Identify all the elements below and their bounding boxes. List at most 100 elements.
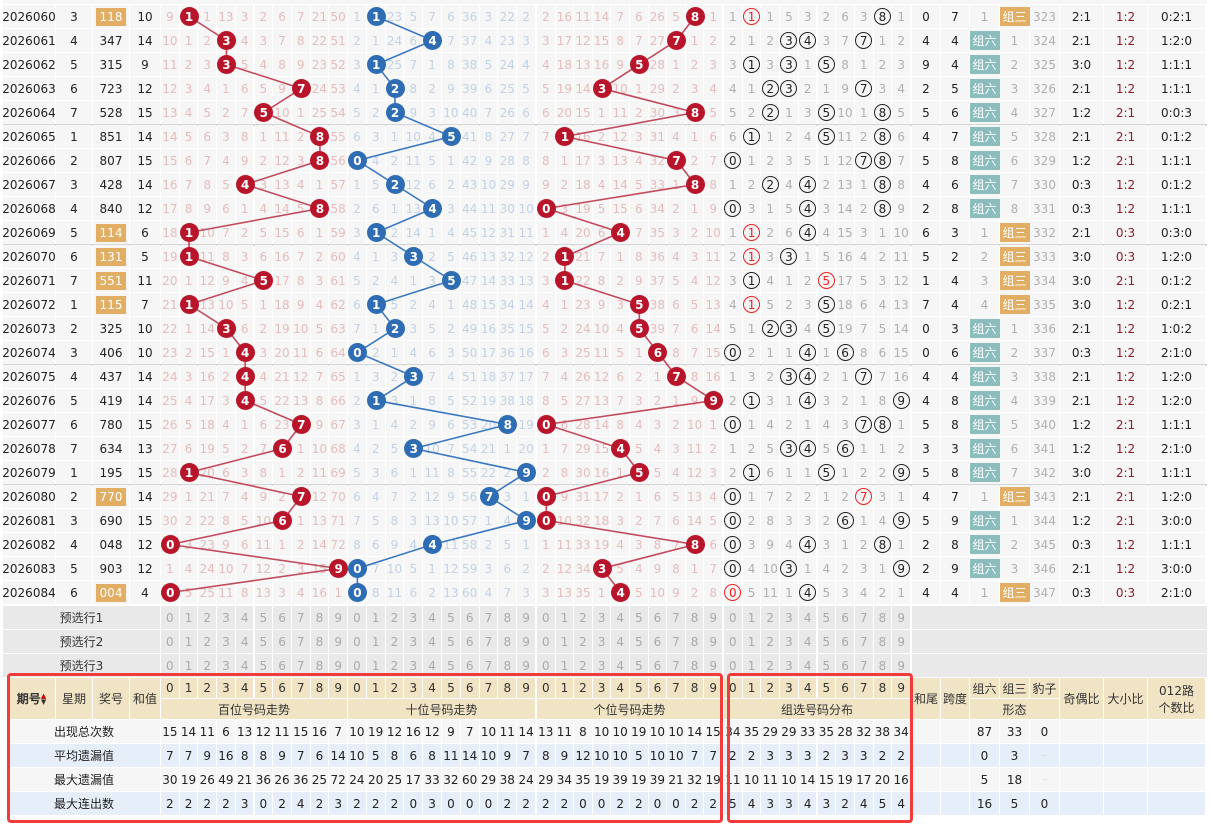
route012-cell: 1:1:1: [1148, 53, 1205, 76]
draw-number: 840: [99, 201, 123, 216]
group-cell: 1: [798, 53, 817, 76]
tens-cell: 39: [460, 77, 479, 100]
tens-ball: 0: [347, 583, 367, 602]
group-hit-circle: 3: [780, 80, 798, 97]
big-small-cell: 1:2: [1104, 77, 1147, 100]
units-cell: 14: [592, 5, 611, 28]
route012-cell: 1:2:0: [1148, 29, 1205, 52]
units-cell: 8: [537, 149, 555, 172]
tens-cell: 6: [442, 5, 460, 28]
baozi-cell: 328: [1030, 125, 1059, 148]
hundreds-cell: 2: [217, 101, 235, 124]
units-cell: 18: [555, 53, 574, 76]
hundreds-cell: 4: [291, 173, 310, 196]
draw-number-cell: 528: [93, 101, 129, 124]
tens-cell: 12: [404, 173, 423, 196]
route012-cell: 0:1:2: [1148, 125, 1205, 148]
units-ball: 5: [629, 319, 649, 338]
hundreds-ball: 1: [179, 463, 199, 482]
hundreds-cell: 53: [329, 77, 347, 100]
group-hit-circle: 7: [855, 32, 873, 49]
span-cell: 4: [941, 29, 969, 52]
group-cell: 1: [742, 77, 761, 100]
tens-cell: 9: [479, 149, 498, 172]
group-cell: 7: [836, 29, 854, 52]
group-hit-circle: 8: [873, 152, 891, 169]
zu6-badge: 组六: [969, 31, 1000, 50]
baozi-cell: 330: [1030, 173, 1059, 196]
group-hit-circle: 8: [873, 8, 891, 25]
tens-cell: 1: [385, 125, 404, 148]
units-cell: 1: [704, 5, 722, 28]
group-hit-circle: 4: [799, 176, 817, 193]
group-hit-circle: 8: [873, 128, 891, 145]
hundreds-cell: 23: [310, 53, 329, 76]
zu3-cell: 2: [1000, 53, 1029, 76]
sum-cell: 12: [130, 197, 160, 220]
hundreds-cell: 13: [161, 101, 179, 124]
group-cell: 1: [854, 101, 873, 124]
group-hit-circle: 8: [873, 104, 891, 121]
group-hit-circle: 5: [817, 128, 835, 145]
period-cell: 2026061: [2, 29, 56, 52]
group-cell: 1: [742, 149, 761, 172]
group-cell: 1: [742, 29, 761, 52]
tens-cell: 1: [366, 77, 385, 100]
tens-ball: 5: [441, 271, 461, 290]
span-cell: 4: [941, 53, 969, 76]
hundreds-cell: 9: [273, 77, 291, 100]
group-cell: 1: [854, 173, 873, 196]
span-cell: 8: [941, 149, 969, 172]
group-hit-circle: 2: [761, 80, 779, 97]
units-cell: 18: [574, 173, 592, 196]
sum-cell: 14: [130, 125, 160, 148]
hundreds-cell: 6: [217, 197, 235, 220]
hundreds-cell: 8: [235, 125, 254, 148]
units-cell: 4: [630, 149, 648, 172]
units-cell: 6: [537, 101, 555, 124]
units-cell: 27: [648, 29, 667, 52]
tens-cell: 10: [442, 101, 460, 124]
route012-cell: 1:1:1: [1148, 77, 1205, 100]
hundreds-cell: 8: [291, 29, 310, 52]
group-cell: 2: [854, 125, 873, 148]
zu6-cell: 组六: [969, 149, 1000, 172]
units-ball: 8: [685, 175, 705, 194]
weekday-cell: 4: [56, 29, 92, 52]
hundreds-ball: 4: [235, 367, 255, 386]
units-ball: 5: [629, 463, 649, 482]
hundreds-cell: 5: [291, 197, 310, 220]
hundreds-cell: 50: [329, 5, 347, 28]
group-cell: 3: [724, 53, 742, 76]
sum-cell: 10: [130, 5, 160, 28]
span-cell: 5: [941, 77, 969, 100]
hundreds-ball: 1: [179, 247, 199, 266]
units-cell: 4: [704, 77, 722, 100]
tens-cell: 9: [517, 173, 535, 196]
group-cell: 5: [817, 53, 836, 76]
sum-cell: 15: [130, 149, 160, 172]
group-hit-circle: 2: [761, 176, 779, 193]
group-cell: 1: [892, 5, 910, 28]
weekday-cell: 4: [56, 197, 92, 220]
group-cell: 5: [817, 101, 836, 124]
group-cell: 11: [836, 125, 854, 148]
tens-cell: 2: [348, 197, 366, 220]
hundreds-cell: 7: [291, 5, 310, 28]
zu6-badge: 组六: [969, 55, 1000, 74]
tens-cell: 40: [460, 101, 479, 124]
hundreds-cell: 15: [161, 149, 179, 172]
draw-number-cell: 840: [93, 197, 129, 220]
sum-tail-cell: 4: [912, 173, 940, 196]
group-hit-circle: 1: [743, 8, 761, 25]
sum-tail-cell: 0: [912, 5, 940, 28]
tens-ball: 2: [385, 175, 405, 194]
units-cell: 3: [630, 125, 648, 148]
units-cell: 7: [704, 149, 722, 172]
hundreds-ball: 0: [160, 535, 180, 554]
zu3-cell: 5: [1000, 125, 1029, 148]
hundreds-cell: 2: [198, 29, 217, 52]
weekday-cell: 2: [56, 149, 92, 172]
big-small-cell: 2:1: [1104, 125, 1147, 148]
